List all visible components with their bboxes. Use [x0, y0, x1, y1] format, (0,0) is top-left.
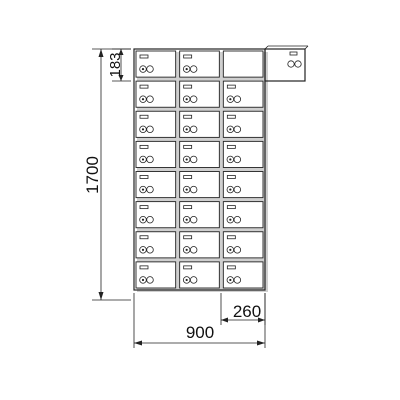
height-dimension: 1700	[83, 48, 131, 301]
open-compartment	[222, 50, 264, 78]
lock-icon	[182, 114, 198, 134]
locker-door	[222, 261, 264, 289]
lock-icon	[226, 175, 242, 194]
width-dimension-label: 900	[186, 323, 214, 342]
lock-icon	[139, 265, 154, 284]
lock-icon	[139, 54, 154, 73]
open-door	[264, 45, 309, 82]
locker-door	[179, 201, 220, 229]
lock-icon	[139, 114, 154, 134]
locker-door	[135, 80, 177, 108]
lock-icon	[182, 175, 198, 194]
lock-icon	[182, 84, 198, 103]
lock-icon	[139, 205, 154, 224]
door-height-dimension: 183	[107, 48, 131, 82]
locker-door	[135, 110, 177, 138]
lock-icon	[139, 235, 154, 254]
lock-icon	[182, 265, 198, 284]
locker-door	[222, 231, 264, 259]
locker-door	[222, 110, 264, 138]
height-dimension-label: 1700	[83, 156, 102, 194]
door-width-dimension: 260	[220, 293, 266, 325]
lock-icon	[139, 84, 154, 103]
locker-door	[179, 50, 220, 78]
lock-icon	[182, 235, 198, 254]
lock-icon	[182, 144, 198, 164]
locker-door	[135, 201, 177, 229]
locker-door	[179, 261, 220, 289]
lock-icon	[139, 144, 154, 164]
locker-door	[135, 50, 177, 78]
locker-door	[222, 140, 264, 168]
locker-door	[179, 231, 220, 259]
door-panel	[222, 50, 264, 78]
locker-door	[135, 231, 177, 259]
lock-icon	[226, 205, 242, 224]
door-width-dimension-label: 260	[233, 302, 261, 321]
lock-icon	[226, 265, 242, 284]
locker-door	[179, 140, 220, 168]
locker-door	[222, 201, 264, 229]
locker-door	[179, 80, 220, 108]
locker-door	[179, 171, 220, 199]
lock-icon	[182, 54, 198, 73]
lock-icon	[226, 84, 242, 103]
lock-icon	[226, 144, 242, 164]
door-height-dimension-label: 183	[107, 52, 124, 77]
locker-door	[135, 140, 177, 168]
lock-icon	[139, 175, 154, 194]
locker-door	[135, 261, 177, 289]
open-door-lock-icon	[287, 51, 302, 68]
lock-icon	[182, 205, 198, 224]
locker-door	[135, 171, 177, 199]
locker-doors	[135, 50, 264, 289]
locker-door	[179, 110, 220, 138]
locker-door	[222, 171, 264, 199]
lock-icon	[226, 235, 242, 254]
cabinet-body	[133, 48, 266, 291]
width-dimension: 900	[133, 293, 266, 348]
lock-icon	[226, 114, 242, 134]
locker-door	[222, 80, 264, 108]
